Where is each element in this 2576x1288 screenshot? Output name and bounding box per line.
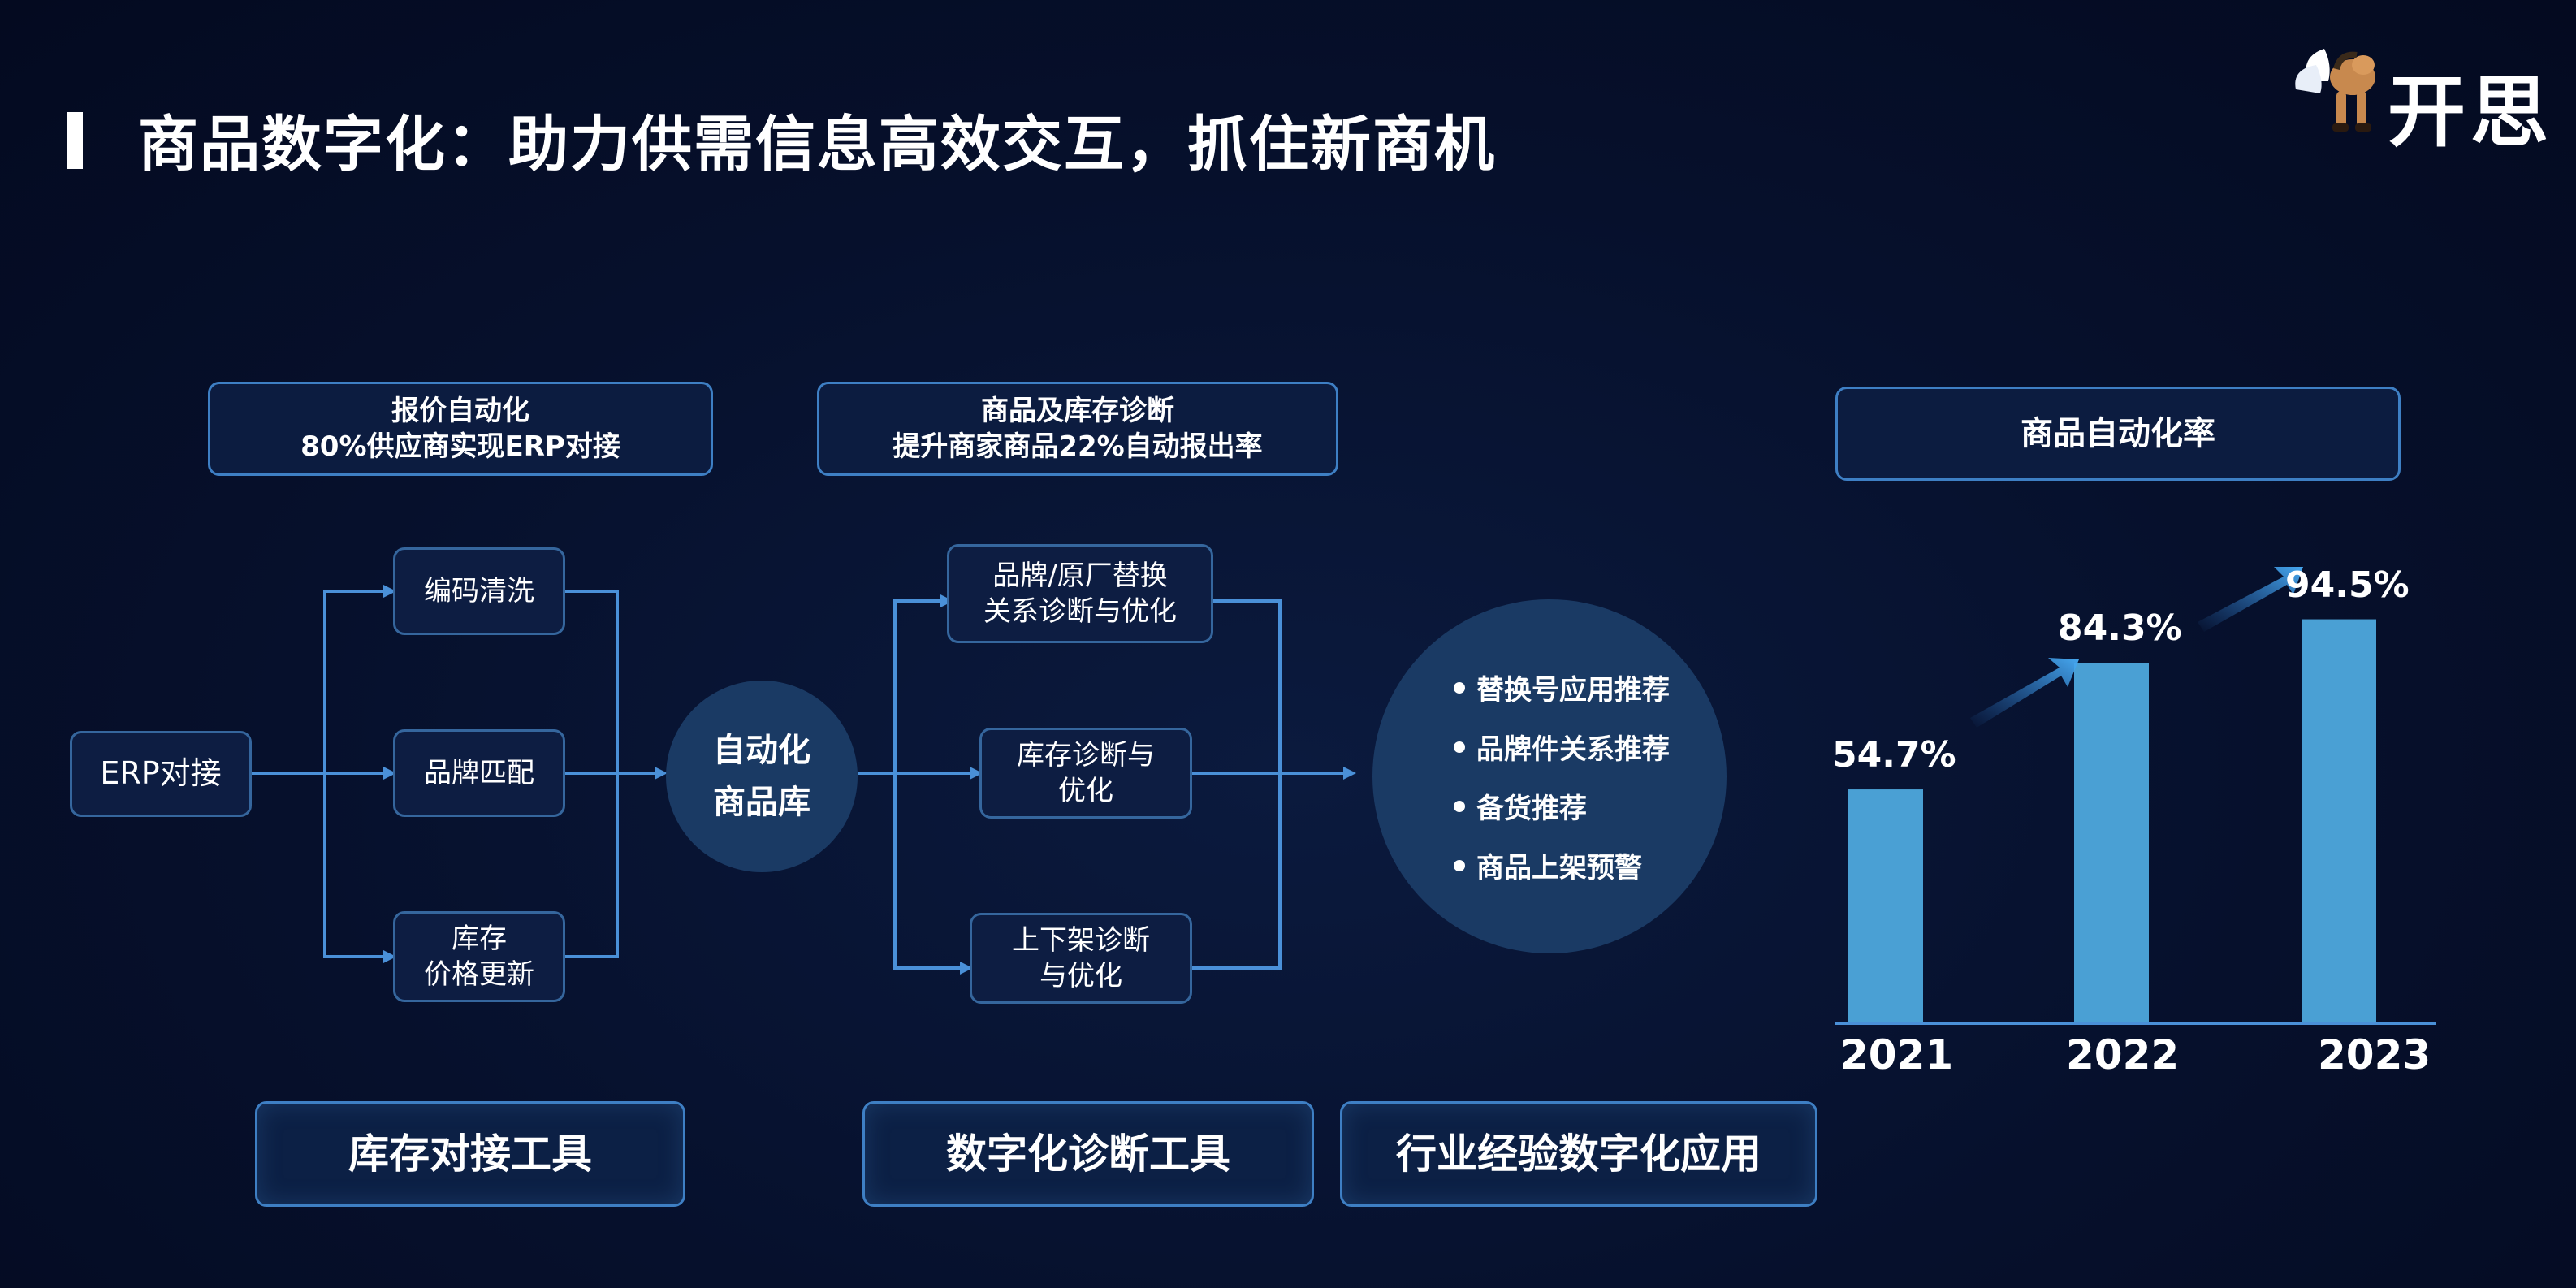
node-stock-diagnosis: 库存诊断与 优化 — [979, 728, 1192, 819]
tick-label-2023: 2023 — [2318, 1031, 2431, 1078]
node-stock-price-line1: 库存 — [452, 922, 507, 955]
tick-label-2022: 2022 — [2066, 1031, 2180, 1078]
node-auto-library-line1: 自动化 — [713, 732, 810, 769]
header-diagnosis-line1: 商品及库存诊断 — [981, 394, 1174, 427]
applications-list: 替换号应用推荐 品牌件关系推荐 备货推荐 商品上架预警 — [1429, 648, 1670, 905]
header-diagnosis: 商品及库存诊断 提升商家商品22%自动报出率 — [817, 382, 1338, 476]
bullet-icon — [1454, 741, 1465, 753]
list-item: 替换号应用推荐 — [1454, 668, 1670, 707]
tool-stock-connect: 库存对接工具 — [255, 1101, 685, 1207]
page-title: 商品数字化：助力供需信息高效交互，抓住新商机 — [138, 110, 1496, 179]
node-shelf-diagnosis: 上下架诊断 与优化 — [970, 913, 1192, 1004]
tool-industry-application-label: 行业经验数字化应用 — [1396, 1130, 1761, 1178]
node-code-clean: 编码清洗 — [393, 547, 565, 635]
node-shelf-diagnosis-line2: 与优化 — [1039, 960, 1122, 992]
node-brand-relation: 品牌/原厂替换 关系诊断与优化 — [947, 544, 1213, 643]
bullet-icon — [1454, 800, 1465, 812]
bullet-icon — [1454, 859, 1465, 871]
tool-digital-diagnosis-label: 数字化诊断工具 — [946, 1130, 1230, 1178]
tick-label-2021: 2021 — [1840, 1031, 1954, 1078]
tool-industry-application: 行业经验数字化应用 — [1340, 1101, 1817, 1207]
data-label-2023: 94.5% — [2285, 564, 2410, 606]
bar-2023 — [2302, 619, 2376, 1023]
automation-rate-chart — [1835, 567, 2436, 1025]
horse-logo-icon — [2295, 49, 2375, 132]
node-brand-relation-line1: 品牌/原厂替换 — [992, 559, 1168, 592]
tool-digital-diagnosis: 数字化诊断工具 — [862, 1101, 1314, 1207]
data-label-2022: 84.3% — [2058, 607, 2182, 650]
node-code-clean-label: 编码清洗 — [424, 574, 534, 607]
applications-circle: 替换号应用推荐 品牌件关系推荐 备货推荐 商品上架预警 — [1372, 599, 1727, 953]
tool-stock-connect-label: 库存对接工具 — [348, 1130, 592, 1178]
header-quote-line2: 80%供应商实现ERP对接 — [300, 430, 620, 463]
header-quote-line1: 报价自动化 — [391, 394, 529, 427]
node-shelf-diagnosis-line1: 上下架诊断 — [1012, 923, 1150, 957]
data-label-2021: 54.7% — [1832, 734, 1956, 776]
node-brand-match: 品牌匹配 — [393, 729, 565, 817]
node-stock-diagnosis-line2: 优化 — [1058, 775, 1113, 807]
list-item: 品牌件关系推荐 — [1454, 727, 1670, 767]
bar-2022 — [2074, 663, 2149, 1023]
bar-2021 — [1848, 789, 1923, 1023]
node-stock-price-line2: 价格更新 — [424, 958, 534, 991]
header-diagnosis-line2: 提升商家商品22%自动报出率 — [893, 430, 1263, 463]
chart-title: 商品自动化率 — [2021, 415, 2215, 452]
bullet-icon — [1454, 681, 1465, 694]
node-stock-price: 库存 价格更新 — [393, 911, 565, 1002]
trend-arrow-1 — [1970, 658, 2079, 728]
header-quote-automation: 报价自动化 80%供应商实现ERP对接 — [208, 382, 713, 476]
node-auto-library: 自动化 商品库 — [666, 681, 858, 872]
node-erp-label: ERP对接 — [100, 755, 222, 792]
node-stock-diagnosis-line1: 库存诊断与 — [1017, 738, 1155, 772]
list-item: 商品上架预警 — [1454, 845, 1670, 885]
list-item: 备货推荐 — [1454, 786, 1670, 826]
logo-text: 开思 — [2388, 67, 2553, 158]
trend-arrow-2 — [2198, 567, 2303, 632]
node-erp: ERP对接 — [70, 731, 252, 817]
title-accent-bar — [67, 112, 83, 169]
node-brand-match-label: 品牌匹配 — [424, 756, 534, 789]
header-chart-title: 商品自动化率 — [1835, 387, 2401, 481]
node-brand-relation-line2: 关系诊断与优化 — [983, 595, 1177, 628]
node-auto-library-line2: 商品库 — [713, 784, 810, 821]
